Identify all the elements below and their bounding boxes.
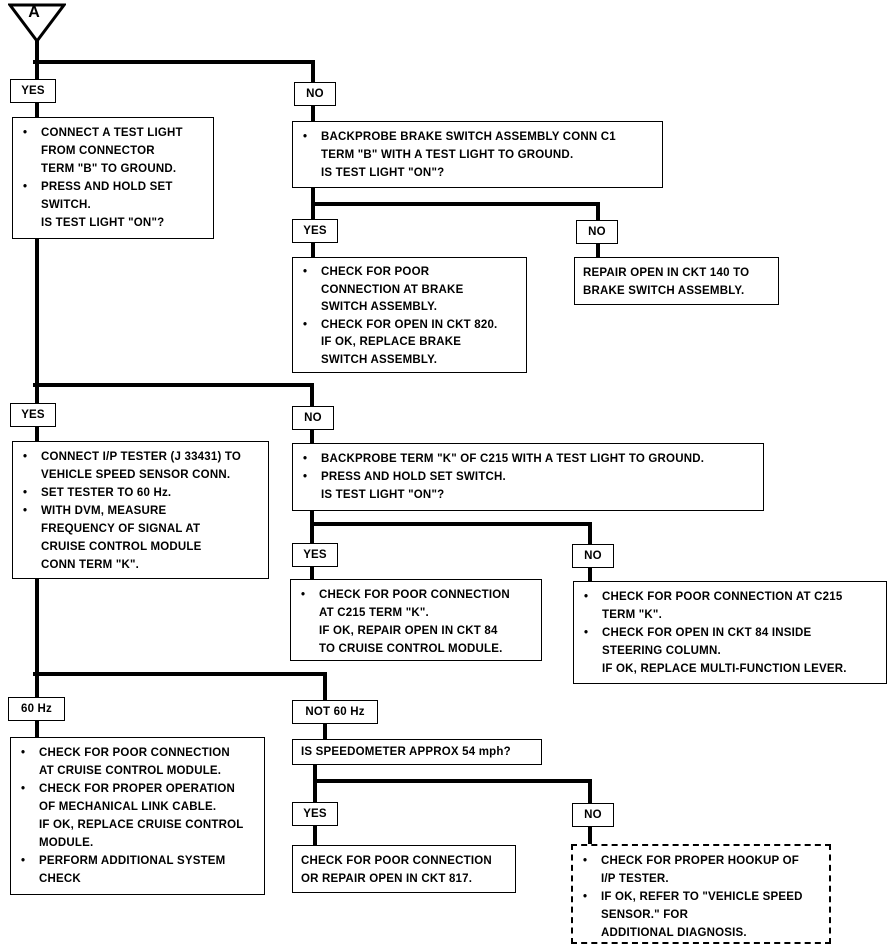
step-item: IF OK, REFER TO "VEHICLE SPEED SENSOR." … xyxy=(581,888,821,942)
no-label-5: NO xyxy=(572,803,614,827)
no-label-1: NO xyxy=(294,82,336,106)
no-label-3: NO xyxy=(292,406,334,430)
step-item: CHECK FOR POOR CONNECTION AT C215 TERM "… xyxy=(582,588,878,624)
step-item: CONNECT A TEST LIGHT FROM CONNECTOR TERM… xyxy=(21,124,205,178)
step-box-check-cruise-module: CHECK FOR POOR CONNECTION AT CRUISE CONT… xyxy=(10,737,265,895)
step-item: CHECK FOR POOR CONNECTION AT CRUISE CONT… xyxy=(19,744,256,780)
step-box-backprobe-brake-switch: BACKPROBE BRAKE SWITCH ASSEMBLY CONN C1 … xyxy=(292,121,663,188)
step-box-check-ip-tester-hookup: CHECK FOR PROPER HOOKUP OF I/P TESTER. I… xyxy=(571,844,831,944)
no-label-4: NO xyxy=(572,544,614,568)
step-item: WITH DVM, MEASURE FREQUENCY OF SIGNAL AT… xyxy=(21,502,260,574)
yes-label-1: YES xyxy=(10,79,56,103)
no-label-2: NO xyxy=(576,220,618,244)
step-box-connect-test-light: CONNECT A TEST LIGHT FROM CONNECTOR TERM… xyxy=(12,117,214,239)
step-box-check-brake-switch-connection: CHECK FOR POOR CONNECTION AT BRAKE SWITC… xyxy=(292,257,527,373)
step-box-check-c215-steering-column: CHECK FOR POOR CONNECTION AT C215 TERM "… xyxy=(573,581,887,684)
yes-label-2: YES xyxy=(292,219,338,243)
step-item: CONNECT I/P TESTER (J 33431) TO VEHICLE … xyxy=(21,448,260,484)
step-box-connect-ip-tester: CONNECT I/P TESTER (J 33431) TO VEHICLE … xyxy=(12,441,269,579)
yes-label-5: YES xyxy=(292,802,338,826)
yes-label-4: YES xyxy=(292,543,338,567)
yes-label-3: YES xyxy=(10,403,56,427)
step-box-repair-open-ckt-140: REPAIR OPEN IN CKT 140 TO BRAKE SWITCH A… xyxy=(574,257,779,305)
60hz-label: 60 Hz xyxy=(8,697,65,721)
step-item: PRESS AND HOLD SET SWITCH. xyxy=(21,178,205,214)
step-question: IS TEST LIGHT "ON"? xyxy=(41,217,165,229)
step-box-check-c215-connection: CHECK FOR POOR CONNECTION AT C215 TERM "… xyxy=(290,579,542,661)
start-connector-triangle xyxy=(8,3,66,43)
step-item: PERFORM ADDITIONAL SYSTEM CHECK xyxy=(19,852,256,888)
step-box-check-ckt-817: CHECK FOR POOR CONNECTION OR REPAIR OPEN… xyxy=(292,845,516,893)
question-box-speedometer: IS SPEEDOMETER APPROX 54 mph? xyxy=(292,739,542,765)
step-note: IF OK, REPAIR OPEN IN CKT 84 TO CRUISE C… xyxy=(319,625,503,655)
step-item: SET TESTER TO 60 Hz. xyxy=(21,484,260,502)
step-box-backprobe-term-k: BACKPROBE TERM "K" OF C215 WITH A TEST L… xyxy=(292,443,764,511)
step-item: CHECK FOR OPEN IN CKT 84 INSIDE STEERING… xyxy=(582,624,878,678)
step-item: CHECK FOR PROPER HOOKUP OF I/P TESTER. xyxy=(581,852,821,888)
step-item: CHECK FOR POOR CONNECTION AT C215 TERM "… xyxy=(299,586,533,622)
not-60hz-label: NOT 60 Hz xyxy=(292,700,378,724)
step-item: CHECK FOR POOR CONNECTION AT BRAKE SWITC… xyxy=(301,264,518,317)
step-item: BACKPROBE BRAKE SWITCH ASSEMBLY CONN C1 … xyxy=(301,128,654,164)
start-connector-letter: A xyxy=(28,4,40,21)
step-item: PRESS AND HOLD SET SWITCH. xyxy=(301,468,755,486)
step-item: BACKPROBE TERM "K" OF C215 WITH A TEST L… xyxy=(301,450,755,468)
step-question: IS TEST LIGHT "ON"? xyxy=(321,167,445,179)
step-item: CHECK FOR OPEN IN CKT 820. IF OK, REPLAC… xyxy=(301,317,518,370)
step-question: IS TEST LIGHT "ON"? xyxy=(321,489,445,501)
step-item: CHECK FOR PROPER OPERATION OF MECHANICAL… xyxy=(19,780,256,852)
